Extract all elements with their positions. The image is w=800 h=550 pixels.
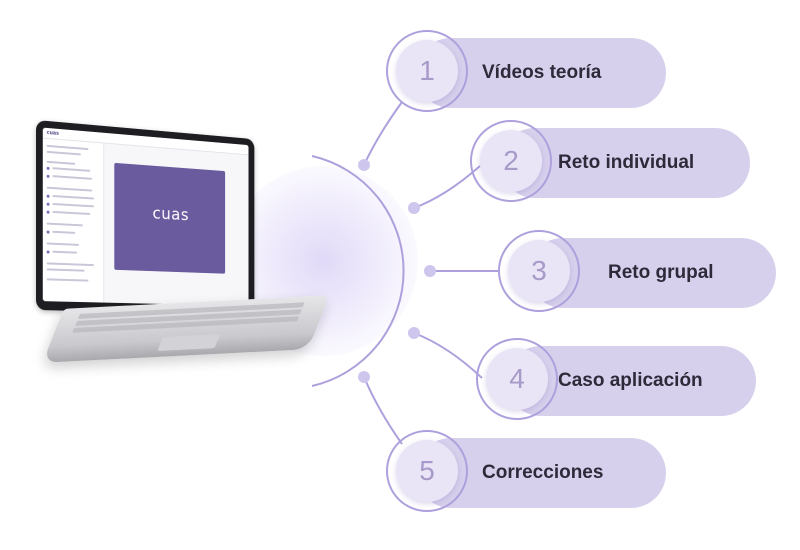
step-circle: 5 xyxy=(386,430,468,512)
node-4 xyxy=(408,327,420,339)
step-4: 4 Caso aplicación xyxy=(476,338,776,424)
step-3: 3 Reto grupal xyxy=(498,230,798,316)
step-circle: 2 xyxy=(470,120,552,202)
step-label: Reto individual xyxy=(558,152,695,173)
step-2: 2 Reto individual xyxy=(470,120,770,206)
step-number: 5 xyxy=(419,455,435,486)
node-5 xyxy=(358,371,370,383)
step-label: Correcciones xyxy=(482,462,604,483)
step-label: Caso aplicación xyxy=(558,370,703,391)
step-5: 5 Correcciones xyxy=(386,430,686,516)
step-label: Vídeos teoría xyxy=(482,62,602,83)
node-1 xyxy=(358,159,370,171)
step-circle: 1 xyxy=(386,30,468,112)
step-circle: 4 xyxy=(476,338,558,420)
node-3 xyxy=(424,265,436,277)
step-number: 3 xyxy=(531,255,547,286)
step-label: Reto grupal xyxy=(608,262,714,283)
node-2 xyxy=(408,202,420,214)
step-number: 2 xyxy=(503,145,519,176)
step-1: 1 Vídeos teoría xyxy=(386,30,686,116)
step-number: 4 xyxy=(509,363,525,394)
step-number: 1 xyxy=(419,55,435,86)
step-circle: 3 xyxy=(498,230,580,312)
